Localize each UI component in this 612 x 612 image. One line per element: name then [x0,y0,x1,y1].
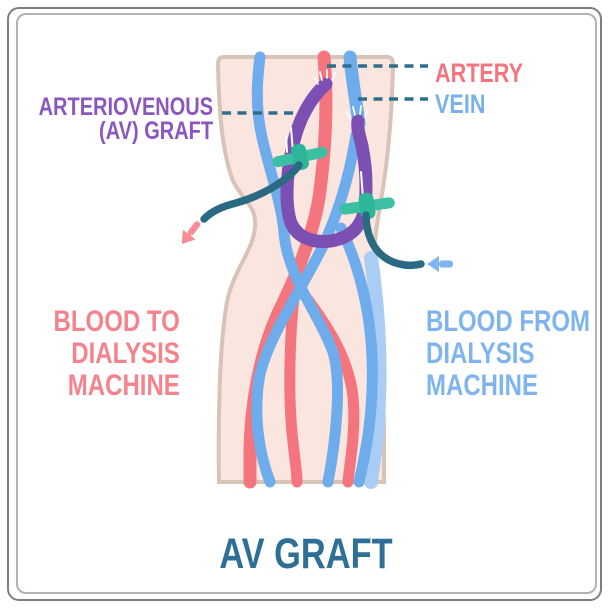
needle-hub-icon [358,192,376,220]
graft-callout-label: ARTERIOVENOUS (AV) GRAFT [38,93,213,145]
blood-from-line3: MACHINE [426,369,538,402]
vein-light-lower [364,251,387,489]
tube-from-machine [362,211,425,270]
arrow-from-machine-icon [427,256,453,272]
artery-branch-center [284,280,303,488]
suture-artery-anastomosis [313,69,336,85]
blood-to-machine-label: BLOOD TO DIALYSIS MACHINE [54,306,180,402]
page-title: AV GRAFT [219,530,393,578]
artery-callout-label: ARTERY [435,58,524,88]
blood-from-machine-label: BLOOD FROM DIALYSIS MACHINE [426,306,590,402]
blood-to-line1: BLOOD TO [53,305,180,338]
blood-to-line2: DIALYSIS [71,337,180,370]
arrow-to-machine-icon [181,221,201,245]
vein-left-vessel [251,51,343,488]
vein-right-lower [335,222,378,488]
blood-from-line1: BLOOD FROM [426,305,590,338]
suture-vein-anastomosis [345,105,369,119]
graft-callout-line1: ARTERIOVENOUS [38,93,213,121]
leader-lines [222,64,428,115]
vein-continuation [251,129,362,488]
blood-from-line2: DIALYSIS [426,337,535,370]
blood-to-line3: MACHINE [68,369,180,402]
tube-to-machine [200,161,303,223]
graft-callout-line2: (AV) GRAFT [98,117,213,145]
needle-venous [339,192,395,220]
dialysis-tubes [200,161,425,270]
vein-callout-label: VEIN [435,89,486,119]
